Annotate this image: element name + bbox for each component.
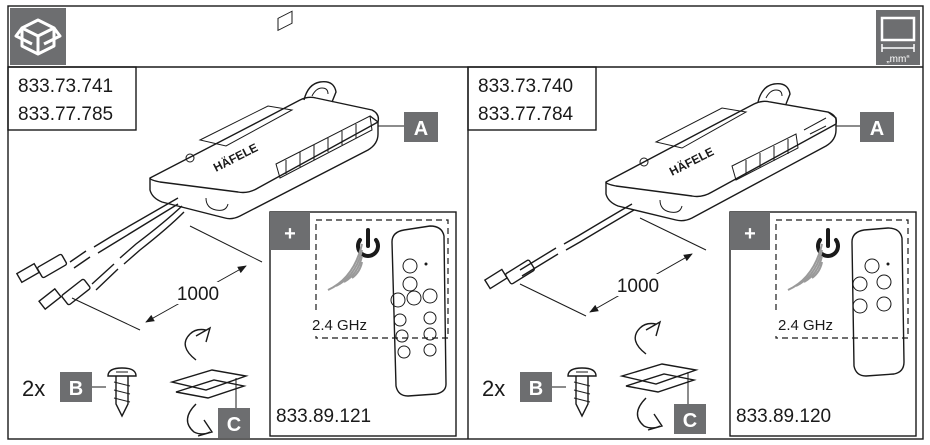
wireless-zone bbox=[315, 219, 449, 339]
frequency-label: 2.4 GHz bbox=[778, 317, 833, 334]
remote-button bbox=[423, 311, 437, 325]
remote-button bbox=[423, 327, 437, 341]
outer-frame bbox=[7, 5, 924, 440]
cables bbox=[483, 203, 635, 290]
remote-button bbox=[423, 343, 437, 357]
svg-text:A: A bbox=[870, 118, 884, 140]
length-dimension: 1000 bbox=[71, 225, 263, 331]
article-code-1: 833.73.741 bbox=[18, 76, 113, 97]
badge-c: C bbox=[218, 408, 250, 438]
screw-quantity: 2x bbox=[482, 376, 505, 401]
remote-button bbox=[402, 276, 418, 292]
adhesive-pad-icon bbox=[619, 320, 699, 431]
adhesive-pad-icon bbox=[169, 326, 249, 437]
screw-icon bbox=[107, 367, 137, 418]
remote-button bbox=[852, 276, 868, 292]
unit-label: „mm“ bbox=[886, 54, 909, 65]
svg-text:C: C bbox=[227, 414, 241, 436]
article-code-1: 833.73.740 bbox=[478, 76, 573, 97]
svg-text:B: B bbox=[529, 378, 543, 400]
power-icon bbox=[356, 228, 380, 258]
svg-text:+: + bbox=[744, 223, 756, 245]
remote-button bbox=[422, 288, 438, 304]
length-value: 1000 bbox=[617, 276, 659, 297]
badge-c: C bbox=[674, 404, 706, 434]
controller-device: HÄFELE bbox=[605, 83, 860, 222]
brand-logo: HÄFELE bbox=[211, 140, 261, 175]
power-icon bbox=[816, 228, 840, 258]
remote-button bbox=[395, 329, 409, 343]
code-box bbox=[467, 66, 597, 131]
wireless-zone bbox=[775, 219, 909, 339]
screw-quantity: 2x bbox=[22, 376, 45, 401]
remote-article-code: 833.89.120 bbox=[736, 406, 831, 427]
remote-button bbox=[864, 258, 880, 274]
panel-left: 833.73.741 833.77.785 HÄFELE bbox=[7, 10, 457, 438]
remote-button bbox=[393, 313, 407, 327]
remote-button bbox=[406, 290, 422, 306]
remote-article-code: 833.89.121 bbox=[276, 406, 371, 427]
svg-text:C: C bbox=[683, 410, 697, 432]
package-icon bbox=[10, 8, 66, 65]
badge-a: A bbox=[404, 112, 438, 142]
remote-button bbox=[852, 298, 868, 314]
screw-icon bbox=[567, 367, 597, 418]
cables bbox=[15, 197, 185, 311]
remote-button bbox=[876, 296, 892, 312]
code-box bbox=[7, 66, 137, 131]
remote-button bbox=[876, 274, 892, 290]
controller-device: HÄFELE bbox=[149, 10, 404, 220]
remote-button bbox=[402, 258, 418, 274]
remote-accessory-box bbox=[729, 211, 917, 437]
dimension-unit-icon: „mm“ bbox=[876, 10, 920, 65]
brand-logo: HÄFELE bbox=[667, 144, 717, 179]
remote-accessory-box bbox=[269, 211, 457, 437]
svg-text:A: A bbox=[414, 118, 428, 140]
svg-text:B: B bbox=[69, 378, 83, 400]
remote-button bbox=[390, 292, 406, 308]
wireless-signal-icon bbox=[787, 243, 823, 291]
wireless-signal-icon bbox=[327, 243, 363, 291]
length-value: 1000 bbox=[177, 284, 219, 305]
remote-button bbox=[397, 345, 411, 359]
badge-b: B bbox=[520, 372, 552, 402]
plus-badge: + bbox=[730, 212, 770, 250]
badge-b: B bbox=[60, 372, 92, 402]
panel-right: 833.73.740 833.77.784 HÄFELE bbox=[467, 66, 917, 437]
frequency-label: 2.4 GHz bbox=[312, 317, 367, 334]
remote-control bbox=[851, 227, 905, 377]
remote-control bbox=[390, 225, 447, 397]
plus-badge: + bbox=[270, 212, 310, 250]
badge-a: A bbox=[860, 112, 894, 142]
article-code-2: 833.77.785 bbox=[18, 104, 113, 125]
svg-text:+: + bbox=[284, 223, 296, 245]
article-code-2: 833.77.784 bbox=[478, 104, 574, 125]
length-dimension: 1000 bbox=[519, 217, 707, 317]
